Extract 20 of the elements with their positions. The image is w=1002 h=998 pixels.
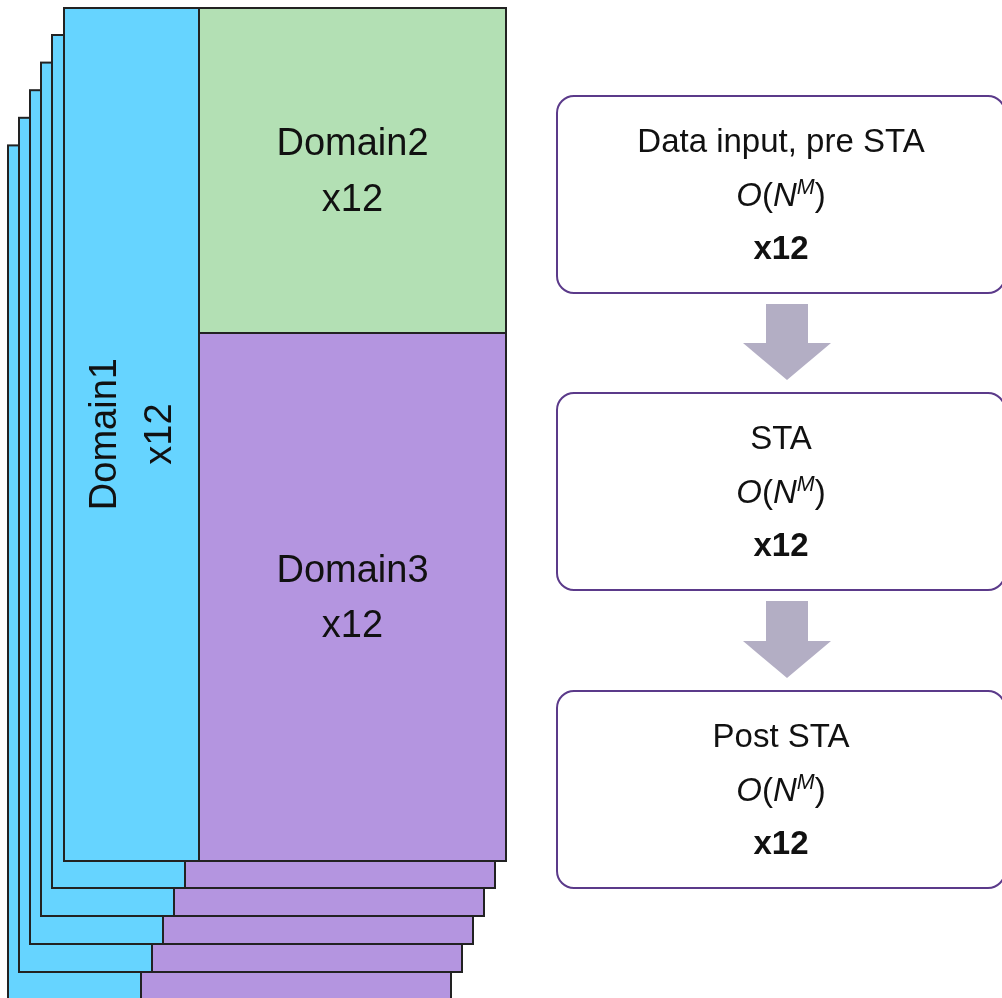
complexity-label: O(N$^{M}$) (736, 768, 826, 810)
step-title: Data input, pre STA (637, 121, 925, 162)
process-box (556, 392, 1002, 591)
flow-arrow (743, 601, 831, 678)
complexity-label: O(N$^{M}$) (736, 173, 826, 215)
step-title: Post STA (712, 716, 850, 757)
domain-label: Domain1 x12 (81, 358, 181, 511)
process-box (556, 95, 1002, 294)
process-box (556, 690, 1002, 889)
domain-block (198, 7, 507, 334)
domain-block (198, 332, 507, 862)
flow-arrow (743, 304, 831, 380)
complexity-label: O(N$^{M}$) (736, 470, 826, 512)
domain-label: Domain3 x12 (275, 546, 430, 647)
multiplier-label: x12 (753, 823, 809, 864)
step-title: STA (750, 418, 812, 459)
multiplier-label: x12 (753, 525, 809, 566)
domain-block (63, 7, 200, 862)
multiplier-label: x12 (753, 228, 809, 269)
domain-label: Domain2 x12 (275, 120, 430, 221)
